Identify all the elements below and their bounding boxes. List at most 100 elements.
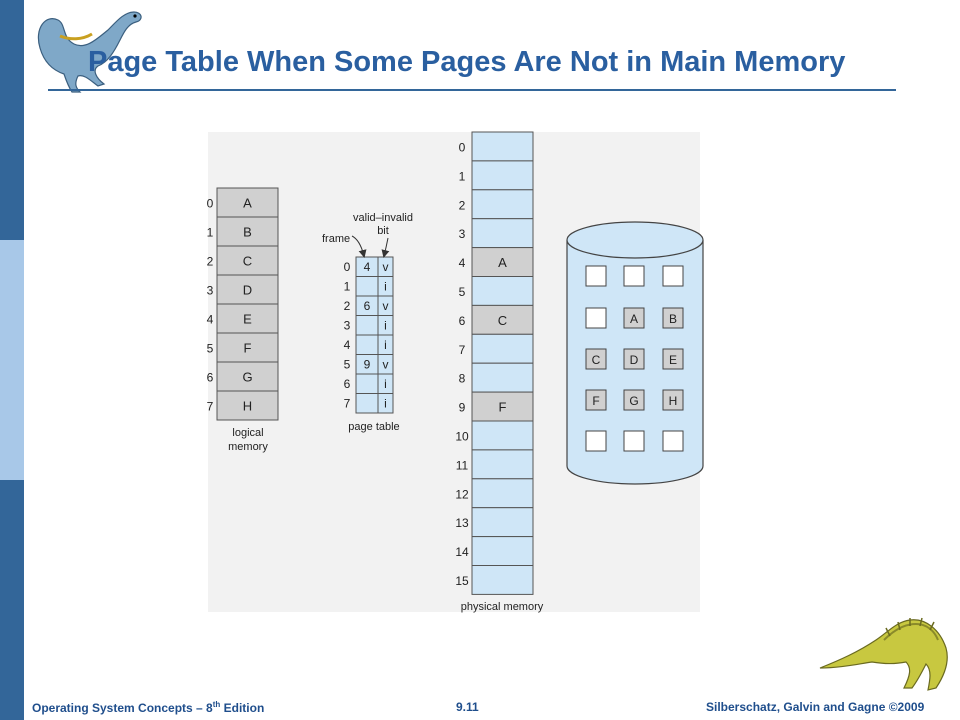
backing-store-page-label: D xyxy=(630,353,639,367)
logical-memory-cell xyxy=(216,332,279,363)
logical-page-label: B xyxy=(243,225,252,240)
backing-store-page xyxy=(585,389,607,411)
sidebar-accent xyxy=(0,240,24,480)
page-table-bit-cell xyxy=(377,393,394,414)
physical-frame-index: 3 xyxy=(459,227,466,241)
backing-store-page xyxy=(585,348,607,370)
physical-frame-cell xyxy=(471,247,534,278)
logical-memory-cell xyxy=(216,361,279,392)
backing-store-page-label: C xyxy=(592,353,601,367)
physical-frame-cell xyxy=(471,131,534,162)
page-table-frame-cell xyxy=(355,276,379,297)
physical-frame-page: F xyxy=(499,400,507,415)
physical-frame-index: 8 xyxy=(459,372,466,386)
page-table-index: 1 xyxy=(344,279,351,293)
physical-frame-index: 4 xyxy=(459,256,466,270)
valid-invalid-label-line1: valid–invalid xyxy=(353,212,413,224)
logical-index: 6 xyxy=(207,371,214,385)
logical-index: 2 xyxy=(207,255,214,269)
page-table-valid-bit: i xyxy=(384,338,387,352)
logical-memory-label-line1: logical xyxy=(232,427,263,439)
physical-frame-index: 5 xyxy=(459,285,466,299)
logical-page-label: D xyxy=(243,283,252,298)
logical-page-label: G xyxy=(242,370,252,385)
backing-store-page xyxy=(662,348,684,370)
title-underline xyxy=(48,89,896,91)
page-table-valid-bit: i xyxy=(384,396,387,410)
physical-frame-index: 0 xyxy=(459,140,466,154)
page-table-valid-bit: v xyxy=(383,357,389,371)
physical-frame-index: 9 xyxy=(459,401,466,415)
backing-store-page xyxy=(585,265,607,287)
logical-memory-cell xyxy=(216,216,279,247)
page-table-index: 6 xyxy=(344,377,351,391)
valid-bit-arrow xyxy=(381,237,390,258)
page-table-index: 7 xyxy=(344,396,351,410)
logical-memory-cell xyxy=(216,274,279,305)
page-table-frame-number: 6 xyxy=(364,299,371,313)
backing-store-page-label: E xyxy=(669,353,677,367)
page-table-valid-bit: v xyxy=(383,299,389,313)
logical-page-label: E xyxy=(243,312,252,327)
logical-index: 7 xyxy=(207,400,214,414)
physical-frame-index: 2 xyxy=(459,198,466,212)
frame-arrow xyxy=(351,235,367,258)
physical-frame-cell xyxy=(471,449,534,480)
physical-frame-index: 1 xyxy=(459,169,466,183)
physical-frame-cell xyxy=(471,420,534,451)
logical-index: 4 xyxy=(207,313,214,327)
page-table-valid-bit: v xyxy=(383,260,389,274)
physical-frame-cell xyxy=(471,160,534,191)
backing-store-page xyxy=(662,389,684,411)
physical-frame-cell xyxy=(471,333,534,364)
page-table-valid-bit: i xyxy=(384,377,387,391)
physical-frame-page: A xyxy=(498,255,507,270)
page-table-frame-cell xyxy=(355,393,379,414)
physical-frame-cell xyxy=(471,276,534,306)
page-table-index: 5 xyxy=(344,357,351,371)
backing-store-page xyxy=(623,307,645,329)
logical-index: 5 xyxy=(207,342,214,356)
physical-frame-page: C xyxy=(498,313,507,328)
footer-course-suffix: Edition xyxy=(220,701,265,715)
page-table-frame-cell xyxy=(355,334,379,355)
physical-frame-cell xyxy=(471,391,534,422)
logical-page-label: H xyxy=(243,399,252,414)
logical-memory-cell xyxy=(216,390,279,421)
page-table-frame-number: 4 xyxy=(364,260,371,274)
page-table-valid-bit: i xyxy=(384,318,387,332)
page-table-index: 3 xyxy=(344,318,351,332)
physical-frame-index: 11 xyxy=(456,458,469,472)
backing-store-page-label: F xyxy=(592,394,599,408)
physical-frame-cell xyxy=(471,362,534,393)
backing-store-page xyxy=(623,348,645,370)
logical-index: 1 xyxy=(207,226,214,240)
physical-frame-index: 6 xyxy=(459,314,466,328)
physical-frame-cell xyxy=(471,218,534,249)
page-table-frame-cell xyxy=(355,315,379,336)
backing-store-page xyxy=(662,265,684,287)
logical-page-label: F xyxy=(244,341,252,356)
backing-store-page xyxy=(585,430,607,452)
physical-frame-index: 12 xyxy=(455,487,469,501)
frame-label: frame xyxy=(322,233,350,245)
physical-frame-index: 14 xyxy=(455,545,469,559)
physical-frame-cell xyxy=(471,478,534,509)
backing-store-page-label: B xyxy=(669,312,677,326)
physical-frame-index: 7 xyxy=(459,343,466,357)
page-table-index: 4 xyxy=(344,338,351,352)
backing-store-page-label: H xyxy=(669,394,678,408)
physical-frame-cell xyxy=(471,536,534,566)
page-table-index: 2 xyxy=(344,299,351,313)
backing-store-page xyxy=(623,430,645,452)
physical-frame-index: 13 xyxy=(455,516,469,530)
physical-frame-index: 15 xyxy=(455,574,469,588)
footer-slide-number: 9.11 xyxy=(456,700,479,714)
footer-authors: Silberschatz, Galvin and Gagne ©2009 xyxy=(706,700,925,714)
page-table-frame-cell xyxy=(355,373,379,394)
page-table-index: 0 xyxy=(344,260,351,274)
